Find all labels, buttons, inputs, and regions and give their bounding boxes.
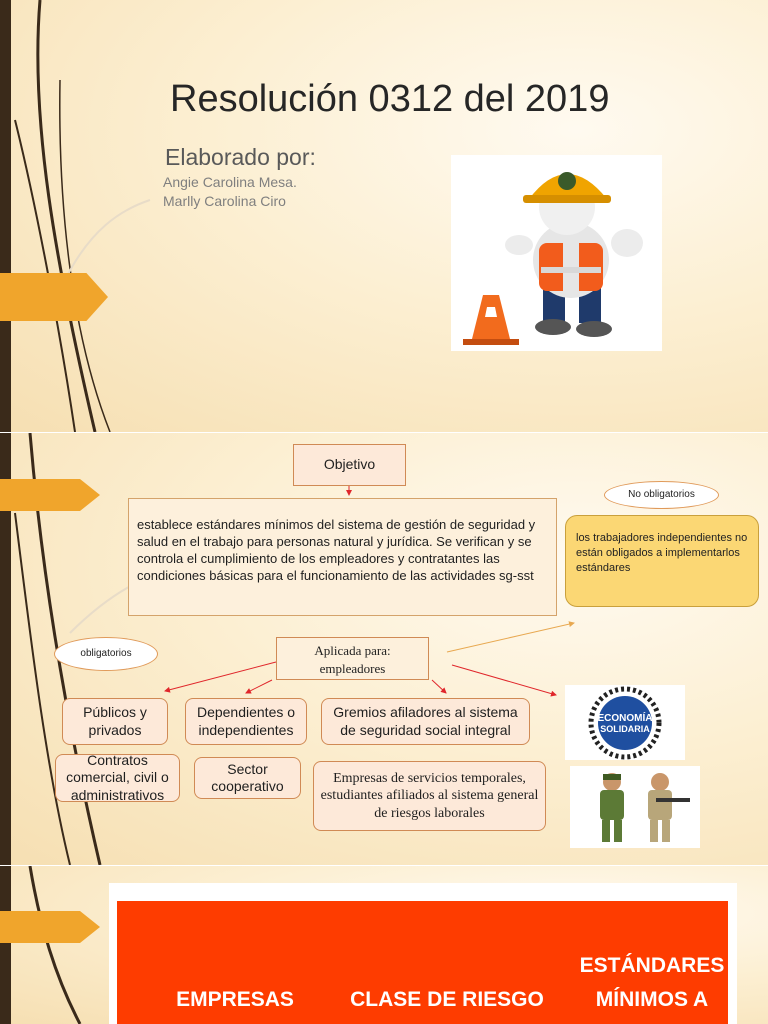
orange-flag-marker — [0, 273, 108, 321]
header-empresas: EMPRESAS — [176, 988, 294, 1011]
logo-text-2: SOLIDARIA — [600, 724, 650, 734]
author-1: Angie Carolina Mesa. — [163, 174, 297, 190]
table-slide: EMPRESAS CLASE DE RIESGO ESTÁNDARES MÍNI… — [0, 866, 768, 1024]
left-dark-bar — [0, 433, 11, 865]
standards-table: EMPRESAS CLASE DE RIESGO ESTÁNDARES MÍNI… — [109, 883, 737, 1024]
diagram-slide: Objetivo establece estándares mínimos de… — [0, 433, 768, 865]
left-dark-bar — [0, 0, 11, 432]
safety-worker-image — [451, 155, 662, 351]
author-2: Marlly Carolina Ciro — [163, 193, 286, 209]
aplicada-box: Aplicada para: empleadores — [276, 637, 429, 680]
sector-cooperativo-box: Sector cooperativo — [194, 757, 301, 799]
decorative-branch-lines — [14, 0, 151, 432]
table-header-row: EMPRESAS CLASE DE RIESGO ESTÁNDARES MÍNI… — [117, 901, 728, 1024]
economia-solidaria-logo: ECONOMÍA SOLIDARIA — [565, 685, 685, 760]
independent-workers-note: los trabajadores independientes no están… — [565, 515, 759, 607]
objective-description: establece estándares mínimos del sistema… — [128, 498, 557, 616]
aplicada-value: empleadores — [319, 661, 386, 676]
header-clase-riesgo: CLASE DE RIESGO — [350, 988, 544, 1011]
publicos-privados-box: Públicos y privados — [62, 698, 168, 745]
contratos-box: Contratos comercial, civil o administrat… — [55, 754, 180, 802]
soldiers-image — [570, 766, 700, 848]
no-obligatorios-ellipse: No obligatorios — [604, 481, 719, 509]
dependientes-box: Dependientes o independientes — [185, 698, 307, 745]
decorative-branch-lines — [28, 866, 82, 1024]
gremios-box: Gremios afiladores al sistema de segurid… — [321, 698, 530, 745]
left-dark-bar — [0, 866, 11, 1024]
connector-arrows — [164, 486, 575, 697]
aplicada-label: Aplicada para: — [314, 643, 391, 658]
obligatorios-ellipse: obligatorios — [54, 637, 158, 671]
logo-text-1: ECONOMÍA — [598, 711, 653, 724]
header-estandares: ESTÁNDARES MÍNIMOS A CUMPLIR — [579, 954, 725, 1024]
objetivo-box: Objetivo — [293, 444, 406, 486]
empresas-temporales-box: Empresas de servicios temporales, estudi… — [313, 761, 546, 831]
orange-flag-marker — [0, 479, 100, 511]
elaborado-heading: Elaborado por: — [165, 144, 316, 170]
slide-title: Resolución 0312 del 2019 — [170, 78, 610, 120]
title-slide: Resolución 0312 del 2019 Elaborado por: … — [0, 0, 768, 432]
orange-flag-marker — [0, 911, 100, 943]
